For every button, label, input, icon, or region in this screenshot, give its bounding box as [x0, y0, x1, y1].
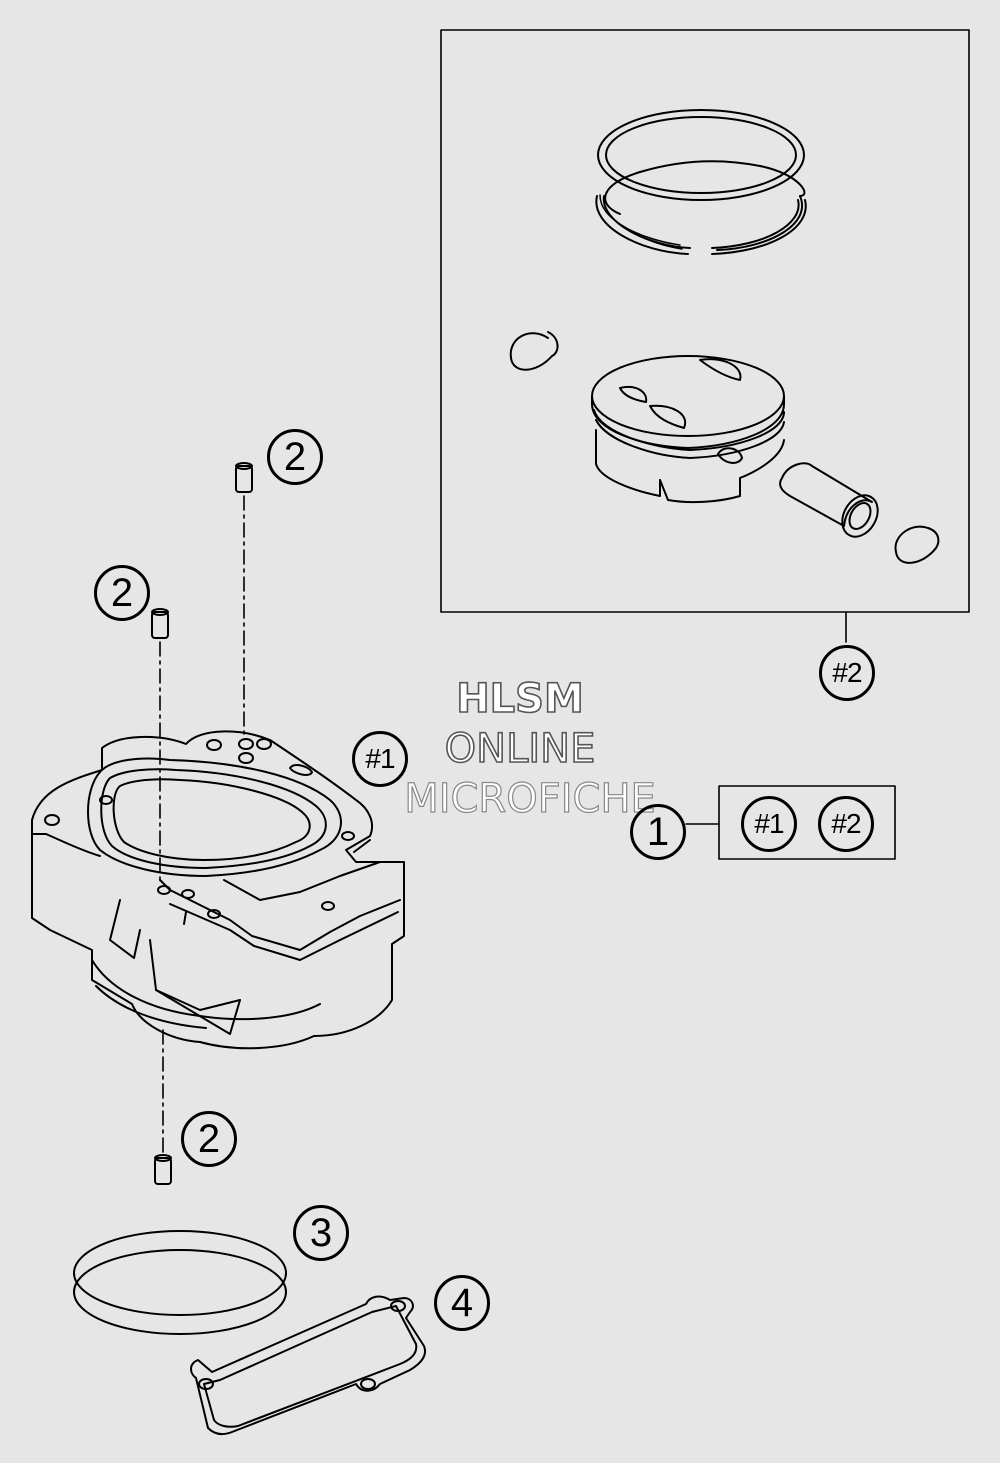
callout-2-pin-bottom[interactable]: 2 — [181, 1111, 237, 1167]
piston-pin[interactable] — [779, 462, 885, 543]
circlip-right[interactable] — [894, 525, 940, 564]
dowel-pin-left[interactable] — [151, 608, 169, 639]
watermark-line-3: MICROFICHE — [404, 775, 657, 822]
piston-ring-oil[interactable] — [599, 194, 683, 250]
callout-1-kit[interactable]: 1 — [630, 804, 686, 860]
callout-ref-1-in-kit[interactable]: #1 — [741, 796, 797, 852]
gasket[interactable] — [190, 1295, 426, 1436]
piston-kit-frame — [440, 29, 970, 613]
circlip-left[interactable] — [509, 331, 559, 371]
dowel-pin-bottom[interactable] — [154, 1154, 172, 1185]
callout-3-o-ring[interactable]: 3 — [293, 1205, 349, 1261]
callout-ref-2-piston[interactable]: #2 — [819, 645, 875, 701]
kit-contents-frame — [718, 785, 896, 860]
callout-ref-2-in-kit[interactable]: #2 — [818, 796, 874, 852]
cylinder[interactable] — [31, 730, 405, 1050]
watermark-line-1: HLSM — [455, 675, 584, 723]
cylinder-o-ring[interactable] — [73, 1230, 287, 1335]
piston-ring-top[interactable] — [597, 109, 805, 201]
piston[interactable] — [591, 355, 785, 504]
piston-ring-middle[interactable] — [595, 160, 807, 255]
callout-2-pin-left[interactable]: 2 — [94, 565, 150, 621]
watermark-line-2: ONLINE — [444, 725, 596, 773]
callout-4-gasket[interactable]: 4 — [434, 1275, 490, 1331]
dowel-pin-top[interactable] — [235, 462, 253, 493]
callout-2-pin-top[interactable]: 2 — [267, 429, 323, 485]
callout-ref-1-cylinder[interactable]: #1 — [352, 731, 408, 787]
